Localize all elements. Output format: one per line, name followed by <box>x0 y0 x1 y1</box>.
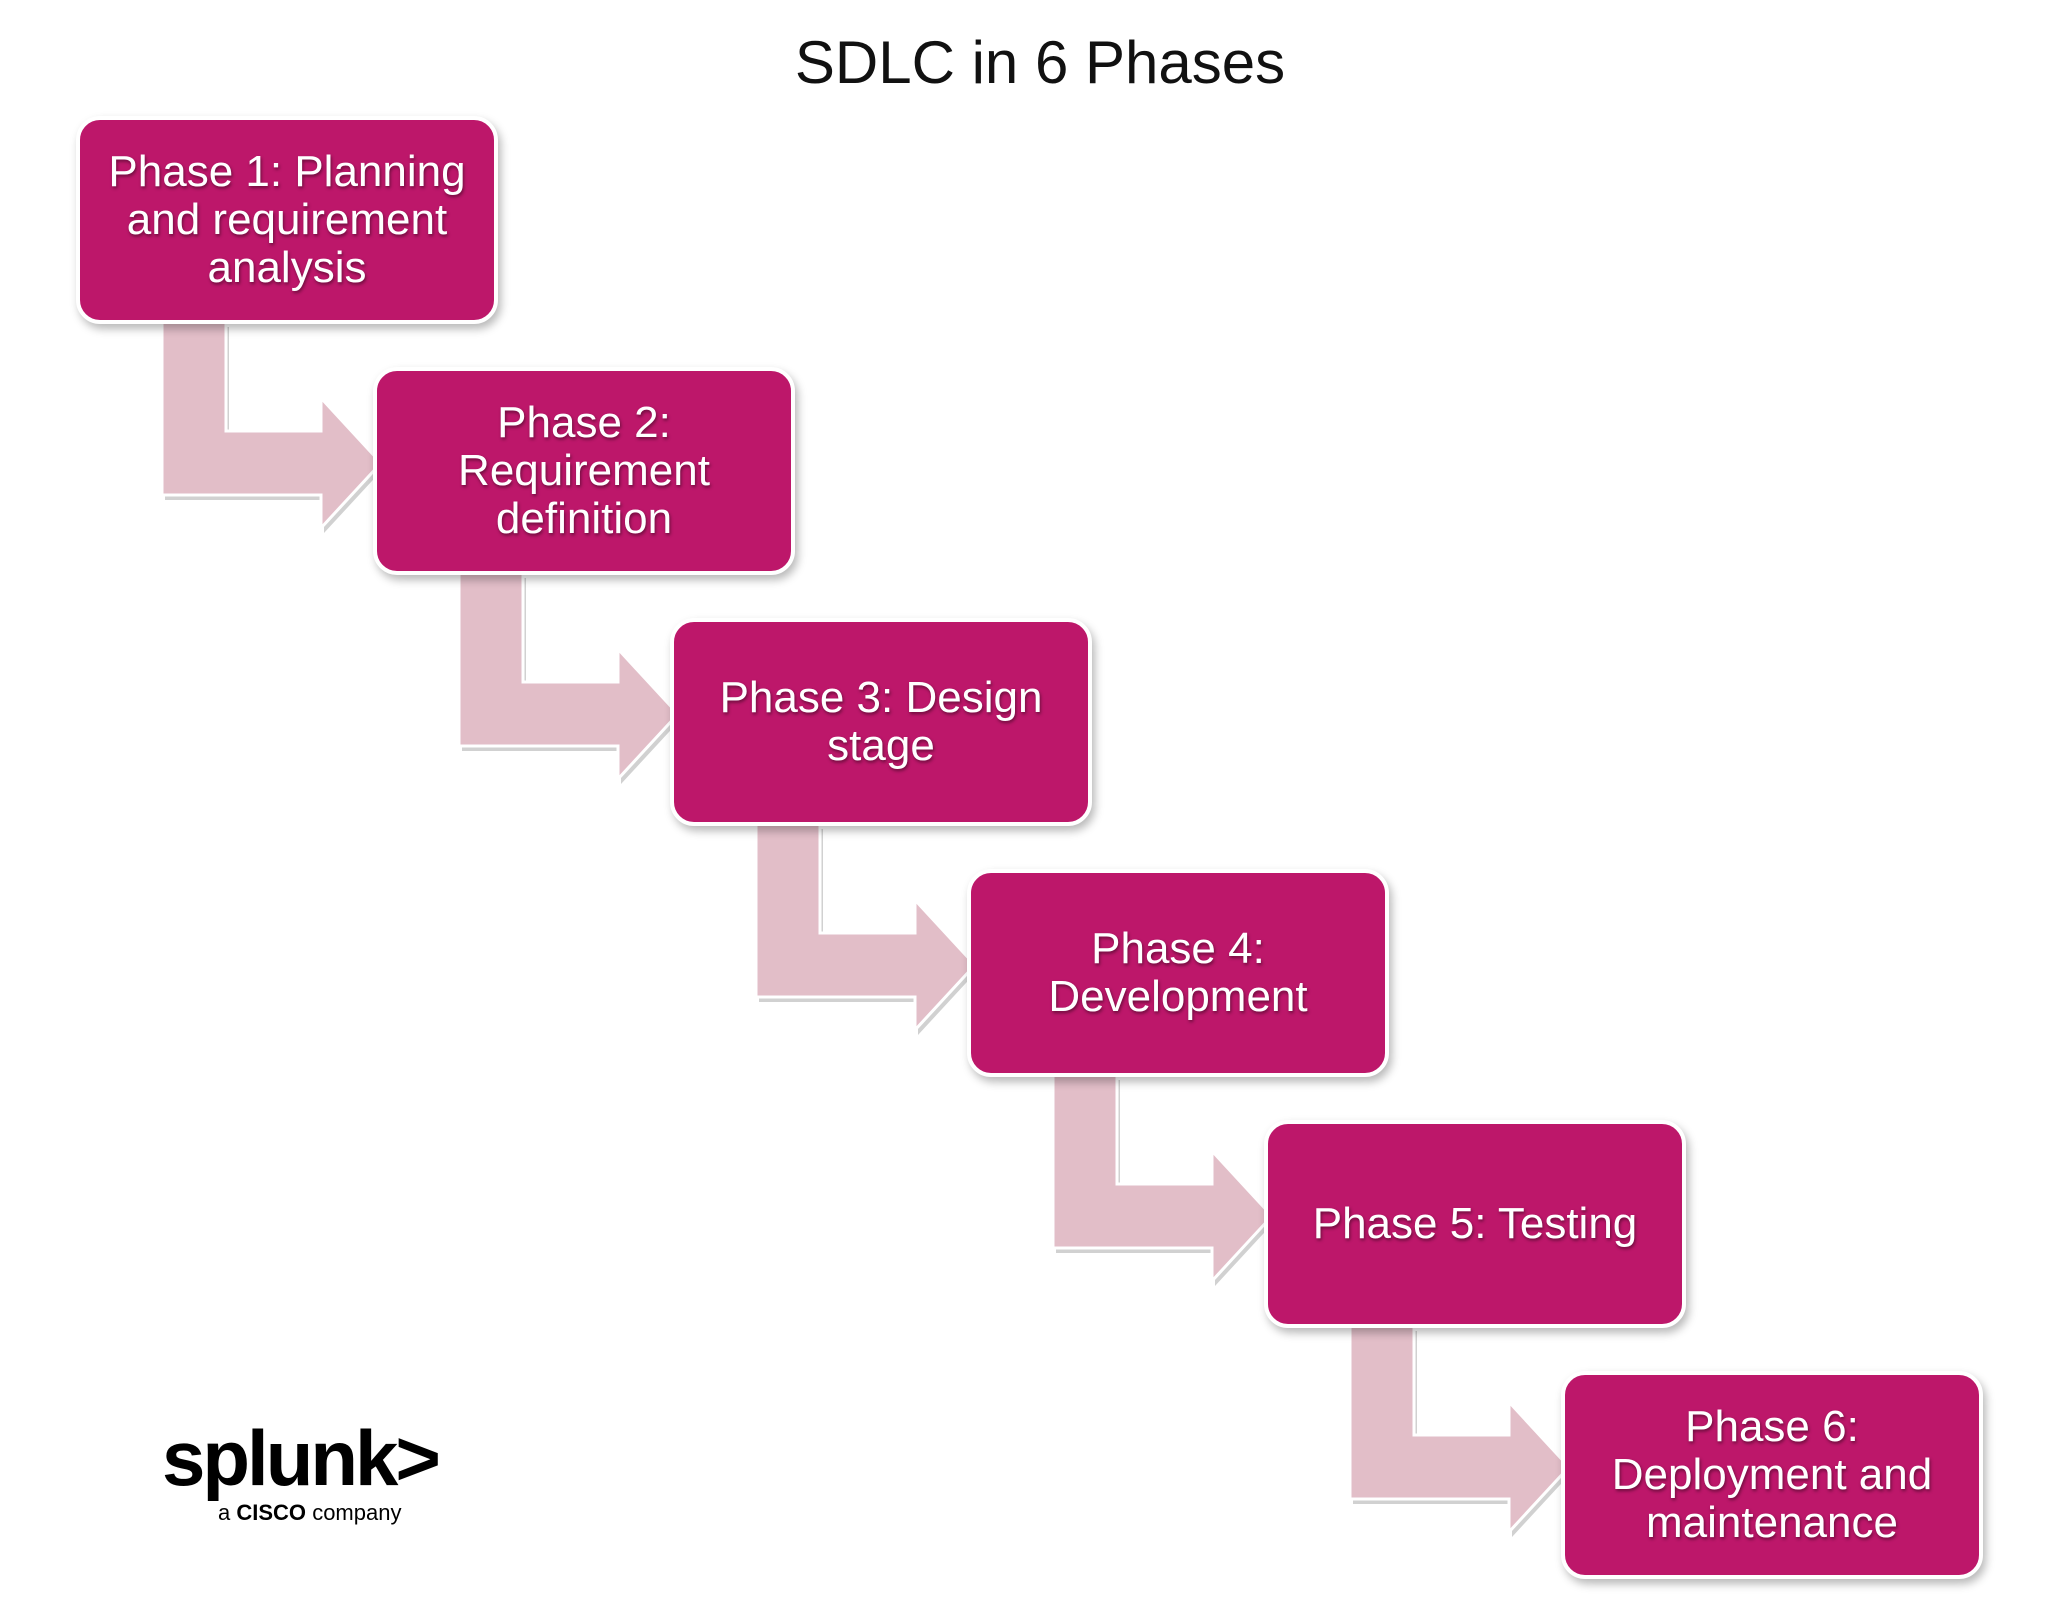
phase-3-line-2: stage <box>827 721 935 770</box>
phase-6-line-3: maintenance <box>1646 1498 1898 1547</box>
phase-1-line-1: Phase 1: Planning <box>108 147 466 196</box>
phase-2-line-1: Phase 2: <box>497 398 671 447</box>
phase-1-line-3: analysis <box>207 243 367 292</box>
phase-box-4: Phase 4:Development <box>967 869 1389 1077</box>
connector-arrow-1-to-2 <box>160 320 384 532</box>
phase-3-line-1: Phase 3: Design <box>719 673 1043 722</box>
connector-arrow-3-to-4 <box>754 822 978 1034</box>
phase-label-4: Phase 4:Development <box>1048 925 1307 1021</box>
splunk-logo: splunk> a CISCO company <box>162 1414 441 1526</box>
phase-box-5: Phase 5: Testing <box>1264 1120 1686 1328</box>
logo-wordmark: splunk> <box>162 1414 441 1502</box>
logo-tagline-brand: CISCO <box>236 1500 307 1525</box>
logo-tagline-suffix: company <box>312 1500 402 1525</box>
phase-label-5: Phase 5: Testing <box>1313 1200 1638 1248</box>
phase-1-line-2: and requirement <box>126 195 448 244</box>
connector-arrow-2-to-3 <box>457 571 681 783</box>
phase-4-line-2: Development <box>1048 972 1308 1021</box>
phase-6-line-1: Phase 6: <box>1685 1402 1859 1451</box>
phase-4-line-1: Phase 4: <box>1091 924 1265 973</box>
phase-2-line-2: Requirement <box>458 446 710 495</box>
phase-6-line-2: Deployment and <box>1611 1450 1933 1499</box>
logo-tagline: a CISCO company <box>218 1500 422 1526</box>
logo-tagline-prefix: a <box>218 1500 231 1525</box>
phase-2-line-3: definition <box>495 494 673 543</box>
diagram-title: SDLC in 6 Phases <box>794 29 1286 96</box>
phase-5-line-1: Phase 5: Testing <box>1312 1199 1638 1248</box>
connector-arrow-5-to-6 <box>1348 1324 1572 1536</box>
connector-arrow-4-to-5 <box>1051 1073 1275 1285</box>
